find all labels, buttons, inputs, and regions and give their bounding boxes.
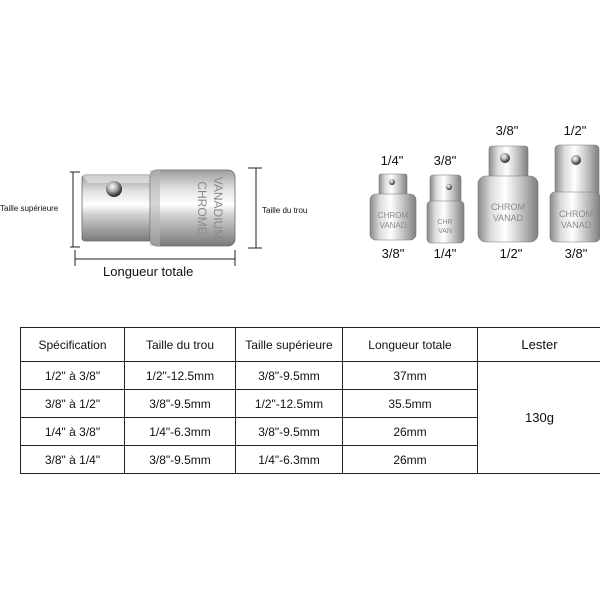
cell-top: 3/8"-9.5mm [235, 361, 343, 390]
cell-spec: 1/2" à 3/8" [20, 361, 125, 390]
cell-length: 26mm [342, 445, 478, 474]
cell-length: 35.5mm [342, 389, 478, 418]
svg-text:CHR: CHR [437, 219, 452, 226]
svg-text:CHROM: CHROM [559, 209, 593, 219]
cell-top: 1/2"-12.5mm [235, 389, 343, 418]
cell-length: 37mm [342, 361, 478, 390]
top-size-label: Taille supérieure [0, 204, 59, 213]
cell-spec: 3/8" à 1/4" [20, 445, 125, 474]
adapter-1-top-label: 1/4" [380, 153, 404, 168]
adapter-2-top-label: 3/8" [433, 153, 457, 168]
cell-hole: 3/8"-9.5mm [124, 389, 236, 418]
engraving-line1: CHROME [195, 181, 209, 234]
table-row: 3/8" à 1/4" 3/8"-9.5mm 1/4"-6.3mm 26mm [20, 445, 600, 474]
spec-table: Spécification Taille du trou Taille supé… [20, 327, 600, 474]
header-weight: Lester [477, 327, 600, 362]
adapter-4-illustration: CHROM VANAD [549, 144, 600, 243]
svg-text:CHROM: CHROM [491, 202, 525, 212]
table-row: 1/2" à 3/8" 1/2"-12.5mm 3/8"-9.5mm 37mm … [20, 361, 600, 474]
dimension-lines [70, 167, 262, 266]
adapter-3-bottom-label: 1/2" [499, 246, 523, 261]
cell-top: 1/4"-6.3mm [235, 445, 343, 474]
cell-spec: 1/4" à 3/8" [20, 417, 125, 446]
cell-weight: 130g [477, 361, 600, 474]
cell-spec: 3/8" à 1/2" [20, 389, 125, 418]
engraving-line2: VANADIUM [211, 177, 225, 239]
svg-text:VANAD: VANAD [493, 213, 524, 223]
adapter-2-bottom-label: 1/4" [433, 246, 457, 261]
cell-top: 3/8"-9.5mm [235, 417, 343, 446]
adapter-dimension-diagram: CHROME VANADIUM CHROM VANAD CHR VAN CHRO… [70, 144, 600, 266]
table-row: 3/8" à 1/2" 3/8"-9.5mm 1/2"-12.5mm 35.5m… [20, 389, 600, 418]
total-length-label: Longueur totale [103, 264, 194, 279]
table-row: 1/4" à 3/8" 1/4"-6.3mm 3/8"-9.5mm 26mm [20, 417, 600, 446]
cell-length: 26mm [342, 417, 478, 446]
header-total-length: Longueur totale [342, 327, 478, 362]
header-specification: Spécification [20, 327, 125, 362]
adapter-2-illustration: CHR VAN [426, 174, 465, 244]
cell-hole: 1/4"-6.3mm [124, 417, 236, 446]
header-top-size: Taille supérieure [235, 327, 343, 362]
detent-ball-icon [106, 181, 122, 197]
adapter-4-top-label: 1/2" [563, 123, 587, 138]
adapter-3-top-label: 3/8" [495, 123, 519, 138]
table-header-row: Spécification Taille du trou Taille supé… [20, 327, 600, 362]
svg-text:VAN: VAN [438, 228, 452, 235]
svg-text:VANAD: VANAD [561, 220, 592, 230]
svg-text:VANAD: VANAD [380, 221, 407, 230]
cell-hole: 3/8"-9.5mm [124, 445, 236, 474]
adapter-3-illustration: CHROM VANAD [477, 145, 539, 243]
adapter-4-bottom-label: 3/8" [564, 246, 588, 261]
hole-size-label: Taille du trou [262, 206, 308, 215]
adapter-1-illustration: CHROM VANAD [369, 173, 417, 241]
svg-text:CHROM: CHROM [378, 211, 409, 220]
adapter-1-bottom-label: 3/8" [381, 246, 405, 261]
cell-hole: 1/2"-12.5mm [124, 361, 236, 390]
header-hole-size: Taille du trou [124, 327, 236, 362]
